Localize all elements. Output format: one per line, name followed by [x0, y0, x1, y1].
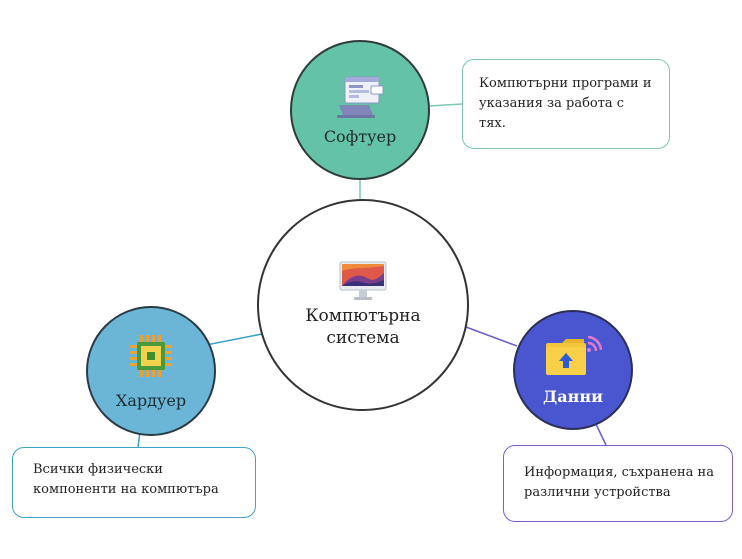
software-label: Софтуер [323, 126, 397, 146]
software-description: Компютърни програми и указания за работа… [462, 59, 670, 149]
hardware-node[interactable]: Хардуер [86, 306, 216, 436]
software-window-icon [335, 75, 385, 123]
data-label: Данни [543, 386, 603, 406]
data-node[interactable]: Данни [513, 310, 633, 430]
cpu-chip-icon [128, 333, 174, 383]
connector-center-data [465, 326, 518, 347]
hardware-label: Хардуер [115, 390, 187, 410]
center-node[interactable]: Компютърна система [257, 199, 469, 411]
data-description: Информация, съхранена на различни устрой… [503, 445, 733, 522]
connector-software-box [429, 103, 463, 107]
hardware-description: Всички физически компоненти на компютъра [12, 447, 256, 518]
center-label: Компютърна система [305, 306, 421, 348]
folder-upload-icon [544, 335, 603, 383]
software-node[interactable]: Софтуер [290, 40, 430, 180]
imac-icon [339, 261, 387, 305]
